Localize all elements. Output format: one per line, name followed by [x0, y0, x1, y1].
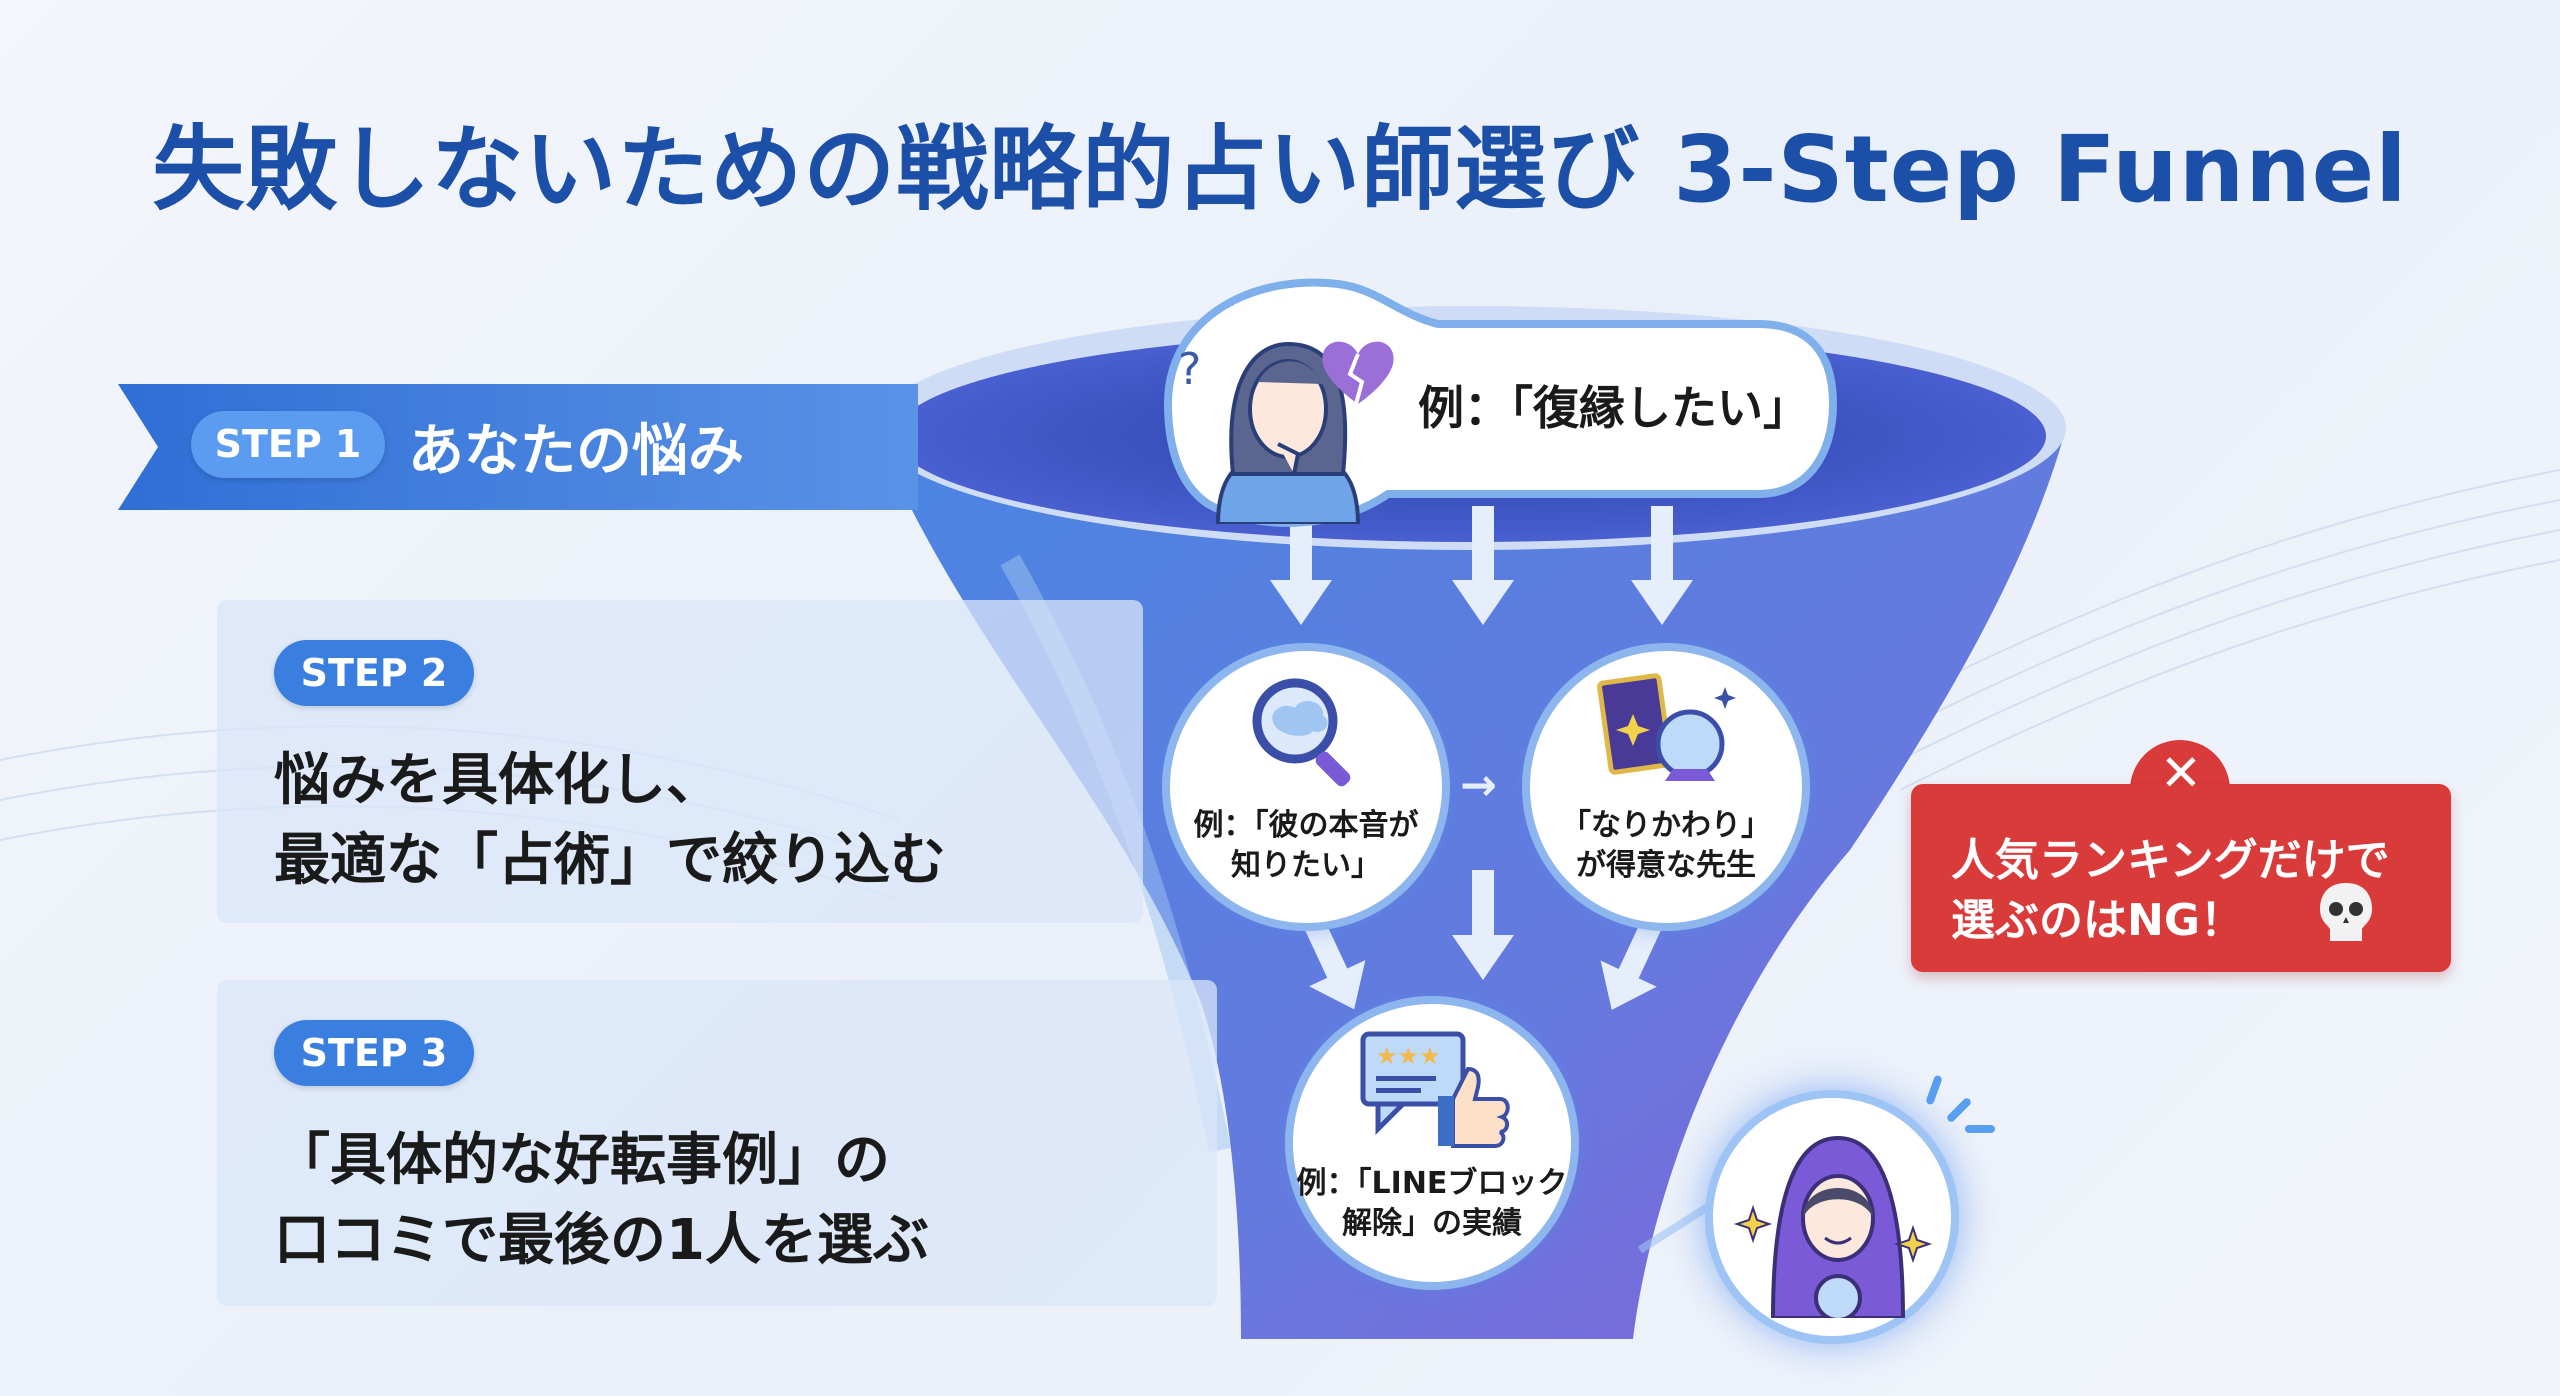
svg-text:★★★: ★★★ [1376, 1042, 1441, 1070]
step1-banner: STEP 1 あなたの悩み [118, 384, 918, 510]
sparkle-lines-icon [1926, 1075, 1995, 1133]
page-title: 失敗しないための戦略的占い師選び 3-Step Funnel [152, 116, 2408, 223]
step2-badge: STEP 2 [274, 640, 474, 706]
step2-line: 最適な「占術」で絞り込む [274, 828, 946, 893]
arrow-down-icon [1452, 506, 1514, 625]
step3-line: 「具体的な好転事例」の [274, 1128, 890, 1193]
magnifier-icon [1252, 678, 1351, 787]
warning-text: 選ぶのはNG！ [1951, 895, 2244, 946]
chosen-fortune-teller-avatar [1705, 1090, 1959, 1344]
circle-text: 例：「彼の本音が [1193, 808, 1419, 843]
review-thumbs-up-icon: ★★★ [1360, 1031, 1510, 1148]
fortune-teller-icon [1733, 1135, 1933, 1318]
example-circle-specialty: 「なりかわり」 が得意な先生 [1522, 643, 1810, 931]
svg-text:?: ? [1178, 344, 1201, 395]
cross-icon: ✕ [2160, 744, 2202, 802]
step3-badge: STEP 3 [274, 1020, 474, 1086]
arrow-down-left-icon [1304, 918, 1366, 1010]
example-circle-reviews: ★★★ 例：「LINEブロック 解除」の実績 [1285, 996, 1579, 1290]
arrow-down-icon [1452, 870, 1514, 980]
arrow-down-icon [1631, 506, 1693, 625]
circle-text: が得意な先生 [1576, 848, 1756, 883]
worried-woman-icon: ? [1178, 341, 1394, 524]
circle-text: 知りたい」 [1231, 848, 1381, 883]
flow-arrows [1270, 506, 1693, 1010]
step1-badge: STEP 1 [191, 411, 385, 478]
step1-label: あなたの悩み [408, 419, 744, 484]
tarot-crystal-ball-icon [1597, 673, 1736, 781]
step3-box: STEP 3 「具体的な好転事例」の 口コミで最後の1人を選ぶ [217, 980, 1217, 1306]
example-circle-true-feelings: 例：「彼の本音が 知りたい」 [1162, 643, 1450, 931]
warning-box: ✕ 人気ランキングだけで 選ぶのはNG！ [1911, 744, 2451, 972]
warning-text: 人気ランキングだけで [1951, 835, 2390, 886]
skull-icon [2320, 883, 2372, 941]
worry-example-text: 例：「復縁したい」 [1418, 381, 1809, 435]
circle-text: 解除」の実績 [1342, 1206, 1522, 1241]
step2-line: 悩みを具体化し、 [274, 748, 722, 813]
circle-text: 例：「LINEブロック [1296, 1166, 1568, 1201]
step2-box: STEP 2 悩みを具体化し、 最適な「占術」で絞り込む [217, 600, 1143, 923]
step3-line: 口コミで最後の1人を選ぶ [274, 1208, 929, 1273]
circle-text: 「なりかわり」 [1561, 808, 1771, 843]
worry-speech-bubble: ? 例：「復縁したい」 [1138, 274, 1840, 536]
arrow-right-icon: → [1460, 760, 1497, 811]
arrow-down-right-icon [1600, 919, 1662, 1010]
